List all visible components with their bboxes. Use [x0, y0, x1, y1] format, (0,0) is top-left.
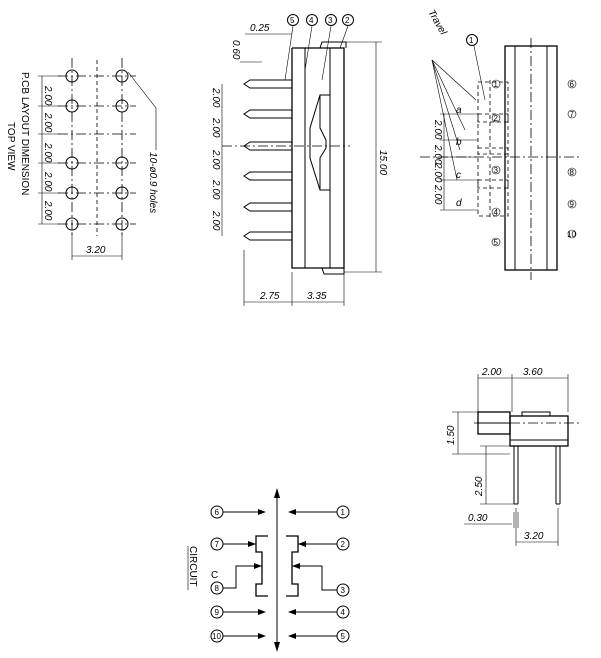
- front-letter-c: c: [456, 170, 461, 181]
- svg-text:5: 5: [341, 632, 346, 641]
- pcb-pitch-4: 2.00: [42, 171, 53, 192]
- front-pitch-2: 2.00: [432, 144, 443, 165]
- svg-text:7: 7: [570, 110, 575, 119]
- pcb-pitch-2: 2.00: [42, 112, 53, 133]
- side-pitch-2: 2.00: [210, 117, 221, 138]
- svg-text:2: 2: [341, 540, 346, 549]
- end-top-dim-2: 3.60: [523, 367, 543, 378]
- svg-text:8: 8: [570, 168, 575, 177]
- end-mid-label: 2.50: [474, 476, 485, 497]
- end-body: [509, 415, 569, 447]
- pcb-holes: [65, 69, 129, 231]
- svg-text:3: 3: [341, 586, 346, 595]
- side-bottom-dim-2: 3.35: [307, 291, 327, 302]
- side-view: 5 4 3 2 0.25 0.60: [210, 14, 388, 306]
- side-actuator: [309, 94, 330, 191]
- svg-text:2: 2: [345, 16, 350, 25]
- circuit-title: CIRCUIT: [187, 546, 198, 587]
- pcb-holes-note: 10-ø0.9 holes: [147, 152, 158, 213]
- side-pins: [243, 79, 292, 241]
- front-slider-positions: [477, 80, 509, 220]
- svg-text:10: 10: [212, 632, 221, 641]
- end-pin-label: 0.30: [468, 513, 488, 524]
- side-pitch-3: 2.00: [210, 149, 221, 170]
- pcb-holes-leader: [127, 71, 157, 150]
- svg-text:3: 3: [494, 166, 499, 175]
- pcb-pitch-ticks: [38, 75, 60, 225]
- front-pitch-ticks: [440, 113, 478, 211]
- pcb-pitch-1: 2.00: [42, 85, 53, 106]
- end-width-label: 3.20: [524, 531, 544, 542]
- svg-text:6: 6: [570, 80, 575, 89]
- front-left-pins: 1 2 3 4 5: [491, 79, 501, 247]
- svg-text:9: 9: [570, 200, 575, 209]
- side-pitch-1: 2.00: [210, 87, 221, 108]
- svg-text:6: 6: [215, 508, 220, 517]
- pcb-title: P.CB LAYOUT DIMENSION: [19, 72, 30, 195]
- svg-text:1: 1: [494, 80, 499, 89]
- svg-text:9: 9: [215, 608, 220, 617]
- end-left-label: 1.50: [446, 425, 457, 445]
- end-top-dim-1: 2.00: [481, 367, 502, 378]
- pcb-pitch-5: 2.00: [42, 200, 53, 221]
- front-letter-b: b: [456, 137, 462, 148]
- pcb-row-lines: [58, 75, 136, 225]
- front-letter-d: d: [456, 198, 462, 209]
- circuit-left-terminals: 6 7 8 9 10: [210, 505, 266, 643]
- side-left-dim: 0.60: [230, 40, 241, 60]
- front-view: Travel 1 1 2 3 4 5: [420, 8, 580, 280]
- travel-label: Travel: [425, 8, 448, 38]
- front-letter-a: a: [456, 105, 462, 116]
- circuit-center-label: C: [211, 570, 218, 581]
- side-callouts: 5 4 3 2: [287, 14, 354, 26]
- travel-leaders: [431, 59, 477, 181]
- side-body: [291, 47, 345, 269]
- front-right-pins: 6 7 8 9 10: [567, 79, 576, 239]
- side-top-dim: 0.25: [250, 23, 270, 34]
- pcb-subtitle: TOP VIEW: [5, 122, 16, 171]
- svg-text:1: 1: [469, 36, 474, 45]
- end-pins: [513, 446, 561, 505]
- circuit-right-terminals: 1 2 3 4 5: [288, 505, 350, 643]
- side-height-label: 15.00: [377, 150, 388, 175]
- svg-text:5: 5: [290, 16, 295, 25]
- pcb-layout-view: P.CB LAYOUT DIMENSION TOP VIEW 10-ø0.9 h…: [5, 58, 158, 260]
- end-view: 2.00 3.60 1.50 2.50 0.30: [446, 367, 580, 546]
- svg-text:2: 2: [494, 114, 499, 123]
- svg-text:3: 3: [328, 16, 333, 25]
- svg-text:4: 4: [341, 608, 346, 617]
- front-pitch-3: 2.00: [432, 162, 443, 183]
- pcb-pitch-3: 2.00: [42, 142, 53, 163]
- svg-text:1: 1: [341, 508, 346, 517]
- svg-text:8: 8: [215, 584, 220, 593]
- svg-text:5: 5: [494, 238, 499, 247]
- side-bottom-dim-1: 2.75: [259, 291, 280, 302]
- circuit-contact-left: [255, 535, 268, 597]
- side-pitch-5: 2.00: [210, 210, 221, 231]
- pcb-width-label: 3.20: [86, 245, 106, 256]
- front-pitch-4: 2.00: [432, 184, 443, 205]
- circuit-diagram: CIRCUIT C 6 7 8 9 10 1 2 3: [187, 488, 350, 652]
- front-callout: [466, 34, 478, 46]
- side-pitch-4: 2.00: [210, 179, 221, 200]
- circuit-contact-right: [286, 535, 299, 597]
- svg-text:4: 4: [494, 208, 499, 217]
- svg-text:7: 7: [215, 540, 220, 549]
- svg-text:10: 10: [567, 230, 576, 239]
- svg-text:4: 4: [309, 16, 314, 25]
- front-pitch-1: 2.00: [432, 119, 443, 140]
